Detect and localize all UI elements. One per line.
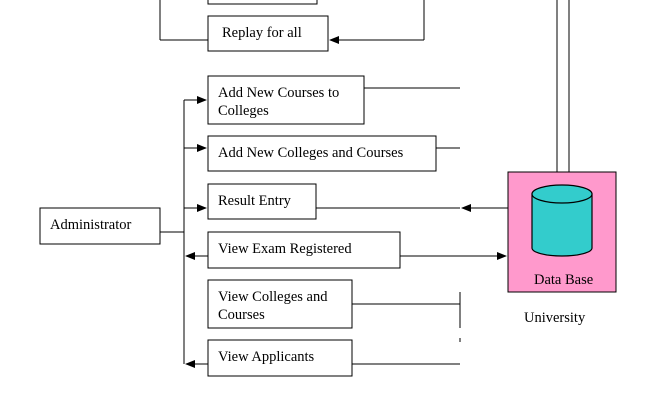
view-colleges-label-line2: Courses xyxy=(218,307,265,323)
top-connectors xyxy=(159,0,573,194)
view-colleges-box xyxy=(207,279,353,329)
view-applicants-box xyxy=(207,339,353,377)
result-entry-label: Result Entry xyxy=(218,193,292,209)
university-label: University xyxy=(524,310,586,326)
replay-label: Replay for all xyxy=(222,25,302,41)
view-exam-box xyxy=(207,231,401,269)
database-label: Data Base xyxy=(534,272,593,288)
add-colleges-label: Add New Colleges and Courses xyxy=(218,145,404,161)
add-colleges-box xyxy=(207,135,437,172)
view-applicants-label: View Applicants xyxy=(218,349,315,365)
partial-top-box xyxy=(207,0,318,5)
add-courses-box xyxy=(207,75,365,125)
add-courses-label-line2: Colleges xyxy=(218,103,269,119)
administrator-label: Administrator xyxy=(50,217,132,233)
result-entry-box xyxy=(207,183,317,220)
add-courses-label-line1: Add New Courses to xyxy=(218,85,339,101)
right-connectors xyxy=(316,87,508,365)
view-exam-label: View Exam Registered xyxy=(218,241,352,257)
replay-box xyxy=(207,15,329,52)
database-cylinder-icon xyxy=(531,184,593,257)
view-colleges-label-line1: View Colleges and xyxy=(218,289,328,305)
administrator-bus xyxy=(160,96,208,368)
administrator-box xyxy=(39,207,161,245)
